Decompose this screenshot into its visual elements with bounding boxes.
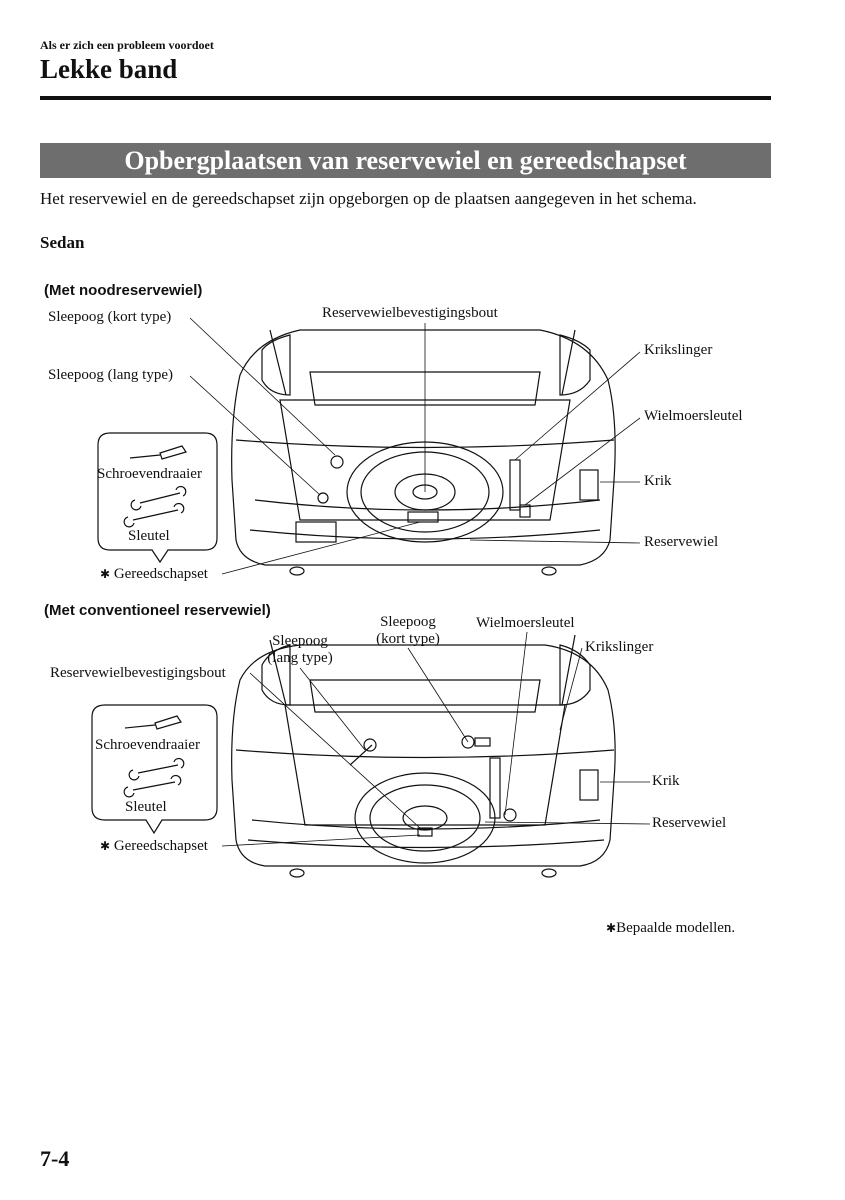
- label-sleepoog-lang-2: Sleepoog(lang type): [267, 633, 333, 666]
- label-krikslinger-2: Krikslinger: [585, 639, 654, 655]
- label-sleutel: Sleutel: [128, 528, 170, 544]
- leader-lines-2: [221, 631, 651, 847]
- diagram1-heading: (Met noodreservewiel): [44, 282, 203, 299]
- label-bout-2: Reservewielbevestigingsbout: [50, 665, 226, 681]
- toolkit-callout-2: [91, 704, 218, 835]
- running-head: Als er zich een probleem voordoet: [40, 38, 214, 52]
- label-krik-2: Krik: [652, 773, 680, 789]
- label-wielmoersleutel-2: Wielmoersleutel: [476, 615, 575, 631]
- intro-paragraph: Het reservewiel en de gereedschapset zij…: [40, 189, 697, 208]
- car-illustration-1: [231, 329, 616, 576]
- label-bout: Reservewielbevestigingsbout: [322, 305, 498, 321]
- label-krikslinger: Krikslinger: [644, 342, 713, 358]
- label-sleepoog-kort: Sleepoog (kort type): [48, 309, 172, 325]
- wrench-icon-2: [123, 758, 185, 798]
- car-illustration-2: [231, 634, 616, 878]
- wrench-icon: [123, 486, 187, 528]
- leader-lines-1: [189, 317, 641, 575]
- label-reservewiel: Reservewiel: [644, 534, 719, 550]
- label-sleepoog-lang: Sleepoog (lang type): [48, 367, 173, 383]
- label-sleutel-2: Sleutel: [125, 799, 167, 815]
- label-schroevendraaier: Schroevendraaier: [97, 466, 202, 482]
- toolkit-callout-1: [97, 432, 218, 564]
- label-krik: Krik: [644, 473, 672, 489]
- subheading-sedan: Sedan: [40, 233, 85, 252]
- label-gereedschapset-2: ✱ Gereedschapset: [100, 838, 208, 854]
- label-wielmoersleutel: Wielmoersleutel: [644, 408, 743, 424]
- page-title: Lekke band: [40, 54, 178, 84]
- diagram2-heading: (Met conventioneel reservewiel): [44, 602, 271, 619]
- title-rule: [40, 96, 771, 100]
- label-sleepoog-kort-2: Sleepoog(kort type): [376, 614, 440, 647]
- label-reservewiel-2: Reservewiel: [652, 815, 727, 831]
- section-title: Opbergplaatsen van reservewiel en gereed…: [40, 143, 771, 178]
- footnote: ✱Bepaalde modellen.: [606, 920, 736, 936]
- page-number: 7-4: [40, 1146, 70, 1171]
- screwdriver-icon-2: [124, 715, 182, 730]
- label-schroevendraaier-2: Schroevendraaier: [95, 737, 200, 753]
- label-gereedschapset: ✱ Gereedschapset: [100, 566, 208, 582]
- screwdriver-icon: [129, 445, 187, 460]
